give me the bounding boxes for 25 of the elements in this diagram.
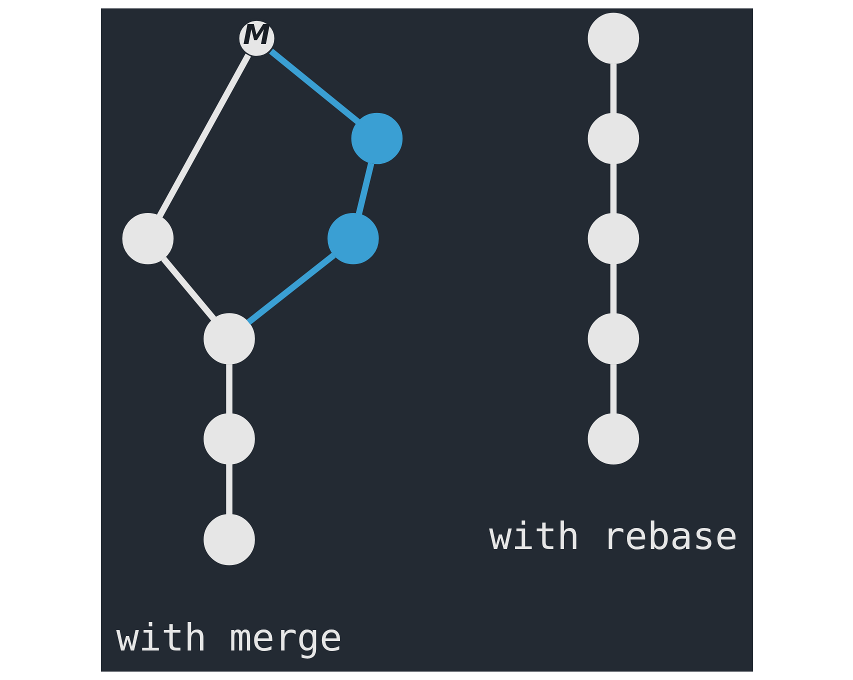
label: with rebase bbox=[488, 514, 738, 558]
node-circle: M bbox=[236, 18, 276, 58]
node-circle bbox=[587, 413, 639, 465]
node-circle bbox=[350, 112, 402, 164]
connector bbox=[610, 64, 616, 114]
connector bbox=[156, 54, 250, 218]
connector bbox=[610, 264, 616, 314]
label: with merge bbox=[116, 615, 342, 660]
node-circle bbox=[122, 212, 174, 264]
connector bbox=[160, 256, 216, 321]
connector bbox=[355, 162, 374, 215]
connector bbox=[226, 364, 232, 414]
connector bbox=[268, 48, 360, 124]
node-circle bbox=[203, 514, 254, 566]
node-circle bbox=[587, 112, 639, 164]
node-circle bbox=[327, 212, 378, 264]
node-circle bbox=[587, 212, 639, 264]
node-circle bbox=[587, 12, 639, 64]
node-circle bbox=[203, 413, 254, 465]
node-circle bbox=[587, 313, 639, 364]
connector bbox=[610, 364, 616, 414]
connector bbox=[246, 252, 336, 325]
connector bbox=[226, 464, 232, 514]
node-circle bbox=[203, 313, 254, 364]
connector bbox=[610, 164, 616, 214]
